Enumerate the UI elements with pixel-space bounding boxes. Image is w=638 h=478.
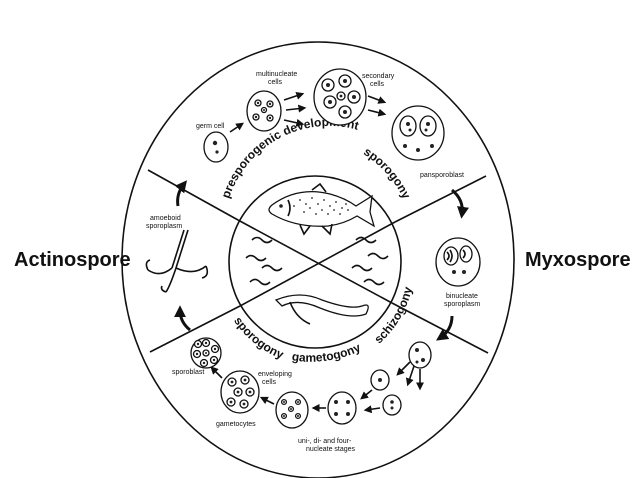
arrows-schizogony (396, 361, 424, 391)
presporogenic-label: presporogenic development (218, 115, 360, 200)
fish-icon (268, 182, 376, 236)
arrow-to-sporoblast (210, 366, 223, 379)
arrow-to-gametocytes (259, 396, 275, 405)
divider-lower-right (391, 302, 489, 354)
arrows-to-four-nucleate (360, 389, 381, 414)
pansporoblast-label: pansporoblast (420, 172, 464, 179)
multinucleate-label-1: multinucleate (256, 71, 297, 78)
arrow-myxo-to-schizogony (436, 315, 454, 341)
uni-di-four-label-2: nucleate stages (306, 446, 356, 453)
germ-cell-label: germ cell (196, 123, 225, 130)
gametocytes-label: gametocytes (216, 421, 256, 428)
amoeboid-label-2: sporoplasm (146, 223, 182, 230)
gametocyte-cluster (220, 370, 260, 414)
inner-circle (228, 175, 402, 349)
secondary-label-1: secondary (362, 73, 395, 80)
pansporoblast-cell (391, 105, 445, 161)
outer-ring (121, 41, 515, 478)
divider-lower-left (149, 305, 241, 353)
divider-upper-right (394, 175, 487, 223)
arrow-to-myxospore (451, 188, 469, 219)
myxospore-label: Myxospore (525, 249, 631, 271)
multinucleate-cell (246, 90, 282, 132)
binucleate-label-2: sporoplasm (444, 301, 480, 308)
gametogony-label: gametogony (291, 340, 363, 365)
divider-upper-left (147, 169, 239, 221)
schizogony-cell (408, 341, 432, 369)
arrows-secondary-to-pansporoblast (367, 95, 387, 117)
arrows-multi-to-secondary (283, 91, 307, 127)
schizogony-label: schizogony (371, 285, 415, 346)
uninucleate-cells (370, 369, 402, 416)
worm-icon (274, 294, 369, 325)
uni-di-four-label-1: uni-, di- and four- (298, 438, 352, 445)
enveloping-label-1: enveloping (258, 371, 292, 378)
water-left-icon (245, 236, 283, 286)
secondary-label-2: cells (370, 81, 385, 88)
binucleate-label-1: binucleate (446, 293, 478, 300)
sporoblast-label: sporoblast (172, 369, 204, 376)
germ-cell (203, 131, 229, 163)
arrow-germ-to-multi (229, 122, 244, 133)
multinucleate-stage (275, 391, 309, 429)
arrow-sporoblast-to-actinospore (174, 305, 191, 332)
sporogony-bottom-label: sporogony (231, 314, 286, 362)
water-right-icon (351, 236, 389, 286)
enveloping-label-2: cells (262, 379, 277, 386)
four-nucleate-stage (327, 391, 357, 425)
sporoblast-cell (190, 337, 222, 369)
arrow-actinospore-to-germ (174, 180, 187, 207)
actinospore-icon (145, 229, 209, 293)
secondary-cells (313, 68, 367, 126)
myxospore-cell (435, 237, 481, 287)
actinospore-label: Actinospore (14, 249, 131, 271)
amoeboid-label-1: amoeboid (150, 215, 181, 222)
multinucleate-label-2: cells (268, 79, 283, 86)
inner-divider-2 (239, 221, 396, 307)
inner-divider-1 (237, 219, 393, 304)
